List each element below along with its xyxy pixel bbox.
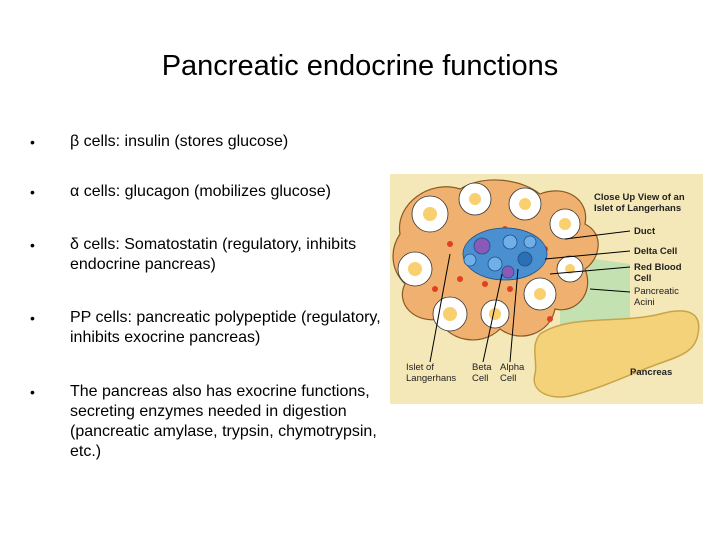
greek-symbol: β (70, 133, 80, 150)
label-beta-cell: Beta Cell (472, 362, 492, 384)
bullet-text: α cells: glucagon (mobilizes glucose) (70, 182, 390, 202)
islet-of-langerhans-figure: Close Up View of an Islet of Langerhans … (390, 174, 703, 404)
slide-title: Pancreatic endocrine functions (161, 50, 559, 82)
bullet-text: δ cells: Somatostatin (regulatory, inhib… (70, 235, 390, 275)
label-alpha-cell: Alpha Cell (500, 362, 525, 384)
bullet-marker: • (30, 184, 35, 200)
label-islet: Islet of Langerhans (406, 362, 457, 384)
bullet-body: cells: glucagon (mobilizes glucose) (79, 183, 331, 200)
label-duct: Duct (634, 226, 656, 237)
greek-symbol: α (70, 183, 80, 200)
bullet-marker: • (30, 384, 35, 400)
bullet-marker: • (30, 237, 35, 253)
greek-symbol: δ (70, 236, 79, 253)
islet-cells (462, 227, 548, 281)
label-pancreas: Pancreas (630, 367, 673, 378)
bullet-body: cells: Somatostatin (regulatory, inhibit… (70, 236, 357, 273)
bullet-marker: • (30, 310, 35, 326)
label-red-blood-cell: Red Blood Cell (634, 262, 682, 284)
bullet-marker: • (30, 134, 35, 150)
label-delta-cell: Delta Cell (634, 246, 678, 257)
bullet-text: PP cells: pancreatic polypeptide (regula… (70, 309, 381, 346)
pointer-lines (429, 230, 631, 363)
islet-illustration (392, 179, 700, 398)
bullet-body: cells: insulin (stores glucose) (79, 133, 289, 150)
figure-heading: Close Up View of an Islet of Langerhans (594, 192, 685, 214)
bullet-text: The pancreas also has exocrine functions… (70, 383, 377, 460)
bullet-text: β cells: insulin (stores glucose) (70, 132, 390, 152)
acinus-centers (408, 193, 575, 321)
label-pancreatic-acini: Pancreatic Acini (634, 286, 679, 308)
